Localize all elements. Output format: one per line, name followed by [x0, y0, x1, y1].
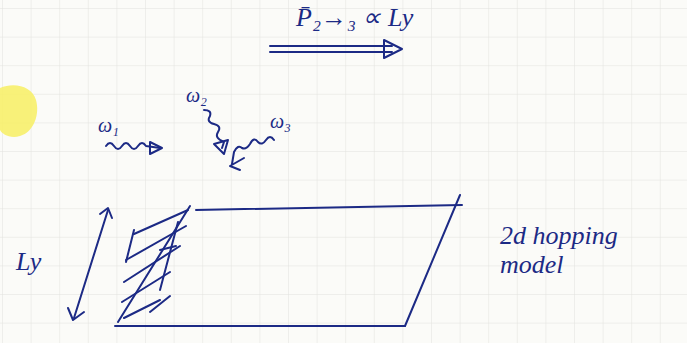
dimension-arrow [74, 210, 108, 318]
highlight-blob [0, 85, 37, 137]
slab-edge [405, 195, 460, 326]
label: ω₂ [186, 84, 207, 106]
current-arrow [270, 46, 392, 52]
label: ω₃ [270, 110, 291, 132]
arrow-head [150, 142, 162, 154]
slab-edge [115, 325, 405, 327]
slab-edge [118, 206, 190, 322]
hatching [122, 210, 188, 318]
arrow-head [230, 158, 244, 170]
label: ω₁ [98, 114, 119, 136]
hatching [126, 222, 178, 290]
arrow-head [384, 40, 402, 58]
arrow-head [68, 308, 84, 320]
label: P̄₂→₃ ∝ Ly [296, 4, 413, 33]
photon-wave [232, 137, 274, 164]
arrow-head [214, 140, 228, 154]
slab-edge [196, 205, 462, 210]
label: Ly [16, 248, 41, 277]
arrow-head [100, 208, 112, 218]
label: 2d hopping model [500, 222, 660, 279]
